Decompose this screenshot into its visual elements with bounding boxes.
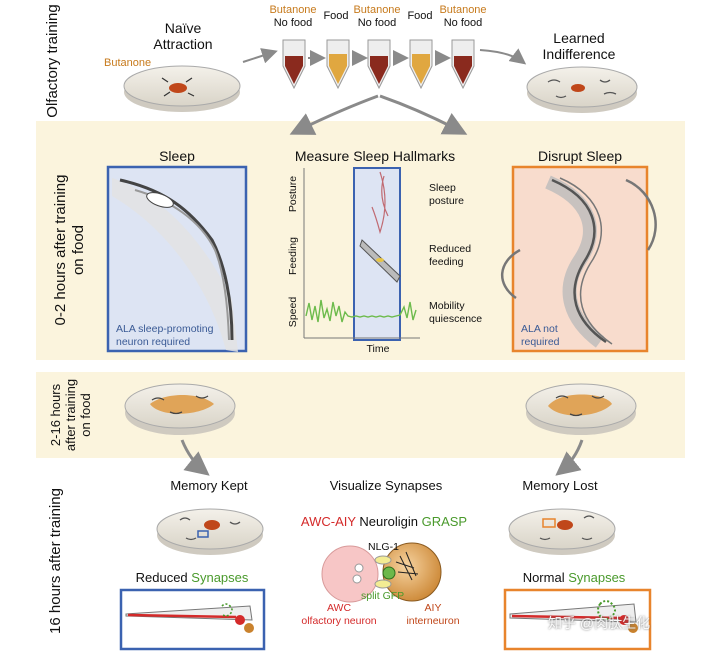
sleep-title: Sleep bbox=[159, 148, 195, 164]
axis-feeding-label: Feeding bbox=[287, 237, 299, 275]
dish-memory-lost bbox=[508, 508, 616, 555]
axis-posture-label: Posture bbox=[287, 175, 299, 213]
memory-lost-label: Memory Lost bbox=[522, 478, 598, 493]
split-arrows bbox=[289, 94, 468, 135]
speed-trace bbox=[305, 299, 417, 323]
disrupted-worm bbox=[545, 175, 613, 348]
axis-speed-label: Speed bbox=[287, 296, 299, 328]
disrupt-title: Disrupt Sleep bbox=[537, 148, 623, 164]
tube-1 bbox=[282, 39, 306, 90]
tube-label-2: Food bbox=[323, 10, 349, 22]
watermark: 知乎 @肉肽生化 bbox=[548, 615, 651, 631]
visualize-synapses-label: Visualize Synapses bbox=[329, 478, 443, 493]
dish-memory-kept bbox=[156, 508, 264, 555]
worm-icon bbox=[161, 77, 195, 97]
axis-time-label: Time bbox=[366, 343, 390, 355]
tube-3 bbox=[367, 39, 391, 90]
memory-kept-label: Memory Kept bbox=[170, 478, 248, 493]
normal-synapse-neuron bbox=[509, 600, 638, 633]
feeding-icon bbox=[359, 239, 401, 283]
grasp-diagram bbox=[321, 542, 442, 603]
reduced-synapses-label: Reduced Synapses bbox=[135, 570, 249, 585]
sleeping-worm bbox=[112, 178, 238, 352]
reduced-synapse-neuron bbox=[125, 603, 254, 633]
tube-2 bbox=[326, 39, 350, 90]
memory-arrows bbox=[180, 439, 584, 476]
nlg1-label: NLG-1 bbox=[368, 541, 399, 553]
tube-5 bbox=[451, 39, 475, 90]
shake-arcs bbox=[500, 178, 657, 300]
split-gfp-label: split GFP bbox=[361, 590, 405, 602]
hallmarks-title: Measure Sleep Hallmarks bbox=[294, 148, 456, 164]
learned-dish bbox=[526, 66, 638, 113]
normal-synapses-label: Normal Synapses bbox=[522, 570, 626, 585]
naive-dish bbox=[123, 65, 241, 112]
butanone-plate-label: Butanone bbox=[104, 57, 152, 69]
dish-mid-left bbox=[124, 383, 236, 435]
dish-mid-right bbox=[525, 383, 637, 435]
tube-row bbox=[242, 39, 527, 90]
tube-label-4: Food bbox=[407, 10, 433, 22]
sleep-posture-trace bbox=[371, 171, 389, 235]
tube-4 bbox=[409, 39, 433, 90]
grasp-title: AWC-AIY Neuroligin GRASP bbox=[300, 514, 468, 529]
